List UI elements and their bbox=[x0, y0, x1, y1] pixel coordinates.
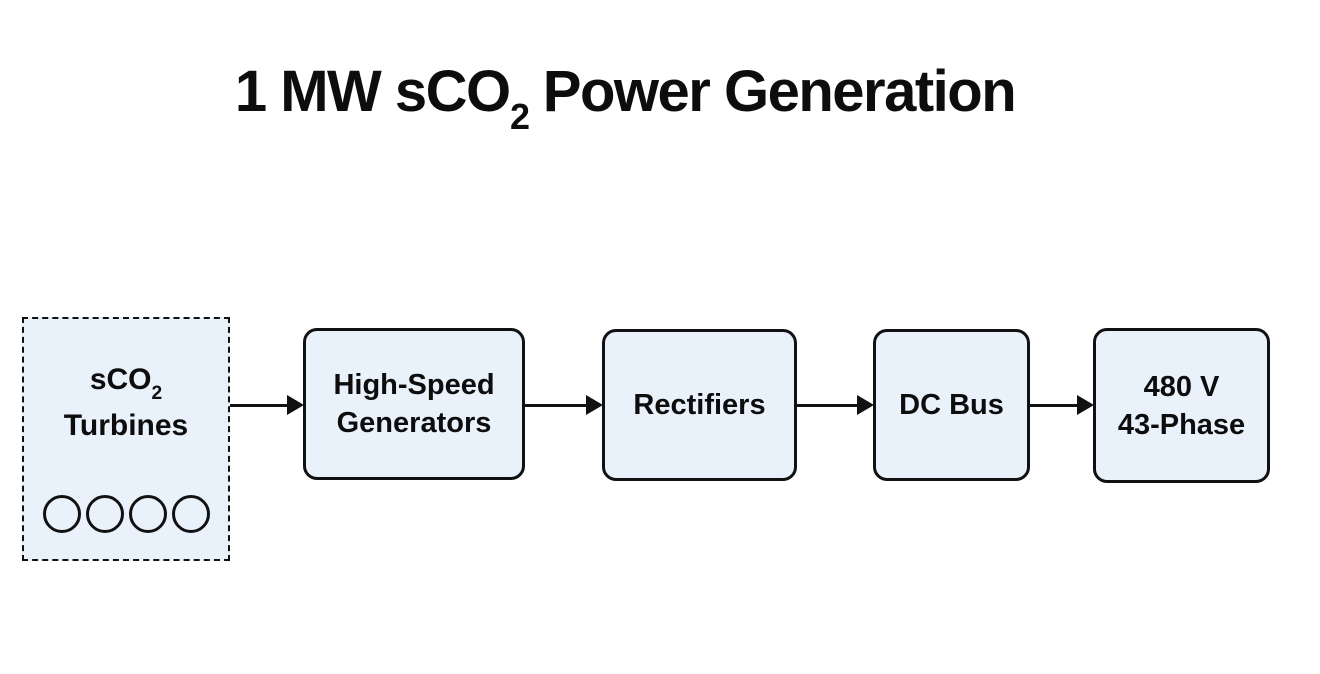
title-text-post: Power Generation bbox=[528, 59, 1017, 124]
output-label: 480 V 43-Phase bbox=[1118, 368, 1245, 444]
node-dc-bus: DC Bus bbox=[873, 329, 1030, 481]
output-label-line1: 480 V bbox=[1143, 370, 1220, 403]
node-sco2-turbines: sCO2 Turbines bbox=[22, 317, 230, 561]
turbine-unit-circles bbox=[24, 495, 228, 533]
dc-bus-label: DC Bus bbox=[899, 389, 1004, 421]
turbine-circle-icon bbox=[171, 495, 210, 533]
turbine-circle-icon bbox=[42, 495, 81, 533]
title-subscript: 2 bbox=[510, 96, 530, 138]
turbines-label-base: sCO bbox=[89, 363, 152, 396]
node-rectifiers: Rectifiers bbox=[602, 329, 797, 481]
rectifiers-label: Rectifiers bbox=[633, 389, 766, 421]
arrow-line bbox=[1030, 403, 1077, 407]
diagram-title: 1 MW sCO2 Power Generation bbox=[0, 58, 1250, 135]
turbines-label-subscript: 2 bbox=[151, 383, 163, 405]
arrow-line bbox=[230, 403, 287, 407]
turbine-circle-icon bbox=[128, 495, 167, 533]
node-sco2-turbines-label: sCO2 Turbines bbox=[24, 357, 228, 449]
generators-label-line2: Generators bbox=[336, 407, 492, 439]
flow-arrow-turbines-to-generators bbox=[230, 394, 304, 416]
flow-arrow-dcbus-to-output bbox=[1030, 394, 1094, 416]
generators-label: High-Speed Generators bbox=[333, 366, 494, 442]
turbines-label-line1: sCO2 bbox=[24, 357, 228, 405]
arrow-line bbox=[525, 403, 586, 407]
arrow-head-icon bbox=[1077, 395, 1094, 415]
arrow-head-icon bbox=[857, 395, 874, 415]
output-label-line2: 43-Phase bbox=[1117, 408, 1246, 441]
turbines-label-line2: Turbines bbox=[63, 409, 189, 442]
flow-arrow-generators-to-rectifiers bbox=[525, 394, 603, 416]
arrow-head-icon bbox=[586, 395, 603, 415]
node-high-speed-generators: High-Speed Generators bbox=[303, 328, 525, 480]
generators-label-line1: High-Speed bbox=[333, 369, 495, 401]
flow-arrow-rectifiers-to-dcbus bbox=[797, 394, 874, 416]
turbine-circle-icon bbox=[85, 495, 124, 533]
node-480v-output: 480 V 43-Phase bbox=[1093, 328, 1270, 483]
arrow-line bbox=[797, 403, 857, 407]
arrow-head-icon bbox=[287, 395, 304, 415]
title-text-pre: 1 MW sCO bbox=[234, 59, 511, 124]
